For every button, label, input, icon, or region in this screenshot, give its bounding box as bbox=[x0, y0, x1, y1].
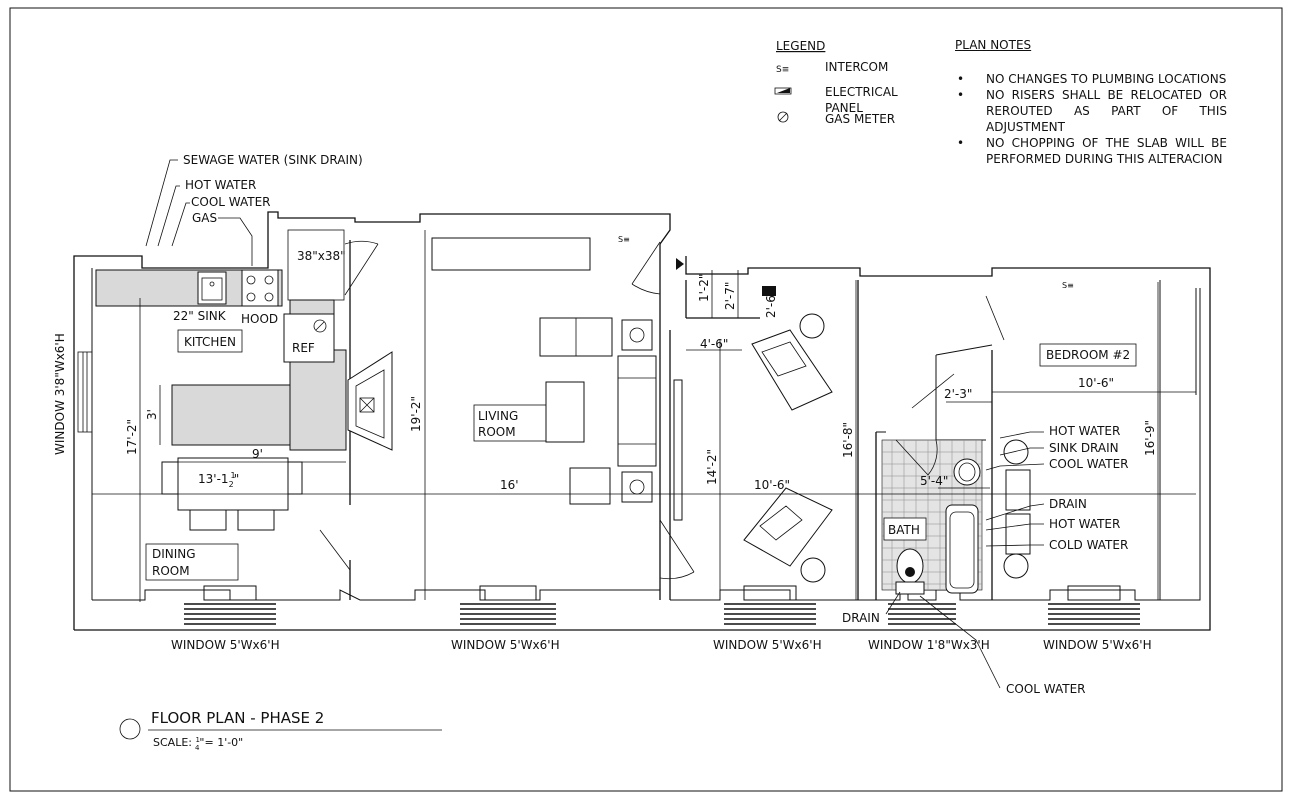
bath-callout-leaders bbox=[885, 431, 1045, 689]
plan-notes-title: PLAN NOTES bbox=[955, 38, 1032, 52]
callout-bath-sink-drain: SINK DRAIN bbox=[1049, 441, 1119, 455]
utility-callouts: SEWAGE WATER (SINK DRAIN) HOT WATER COOL… bbox=[145, 153, 363, 266]
living-furniture bbox=[431, 237, 683, 521]
dim-hall-4: 4'-6" bbox=[700, 337, 728, 351]
bath-callout-labels: HOT WATER SINK DRAIN COOL WATER DRAIN HO… bbox=[842, 424, 1129, 696]
window-left-label: WINDOW 3'8"Wx6'H bbox=[53, 333, 67, 455]
dim-bedroom2-h: 16'-9" bbox=[1143, 420, 1157, 456]
callout-sewage: SEWAGE WATER (SINK DRAIN) bbox=[183, 153, 363, 167]
bath-fixtures bbox=[895, 458, 981, 595]
plan-note-item: NO RISERS SHALL BE RELOCATED OR REROUTED… bbox=[955, 87, 1227, 135]
window-sill bbox=[743, 585, 797, 601]
kitchen-label: KITCHEN bbox=[184, 335, 236, 349]
bedroom2-doors bbox=[911, 295, 1005, 409]
callout-gas: GAS bbox=[192, 211, 217, 225]
callout-toilet-drain: DRAIN bbox=[842, 611, 880, 625]
living-door-top bbox=[631, 241, 661, 295]
legend-panel-label-2: PANEL bbox=[825, 101, 863, 115]
dim-counter: 3' bbox=[145, 409, 159, 420]
electrical-panel-icon bbox=[774, 87, 792, 95]
bath-door bbox=[895, 439, 938, 476]
callout-tub-hot: HOT WATER bbox=[1049, 517, 1120, 531]
bedroom2-appliances bbox=[1003, 439, 1031, 579]
callout-hot-water: HOT WATER bbox=[185, 178, 256, 192]
window-5-label: WINDOW 5'Wx6'H bbox=[1043, 638, 1152, 652]
living-label-2: ROOM bbox=[478, 425, 516, 439]
window-sill bbox=[479, 585, 537, 601]
dim-kitchen-h: 17'-2" bbox=[125, 419, 139, 455]
callout-toilet-cool: COOL WATER bbox=[1006, 682, 1086, 696]
dim-bath-h: 16'-8" bbox=[841, 422, 855, 458]
dimension-lines bbox=[92, 230, 1196, 602]
closet-38 bbox=[287, 229, 379, 301]
dim-living-h: 19'-2" bbox=[409, 396, 423, 432]
bedroom2-label: BEDROOM #2 bbox=[1046, 348, 1130, 362]
bottom-windows bbox=[184, 585, 1140, 625]
intercom-icon-2: S≡ bbox=[1062, 281, 1074, 290]
kitchen-sink bbox=[197, 271, 227, 305]
fireplace bbox=[347, 351, 393, 451]
sheet-border bbox=[9, 7, 1283, 792]
hood-label: HOOD bbox=[241, 312, 278, 326]
dining-table bbox=[161, 457, 303, 531]
fixture-labels: 22" SINK HOOD REF 38"x38" S≡ S≡ bbox=[173, 235, 1074, 355]
window-3-label: WINDOW 5'Wx6'H bbox=[713, 638, 822, 652]
dim-hall-3: 2'-6" bbox=[764, 290, 778, 318]
legend-intercom-label: INTERCOM bbox=[825, 60, 888, 74]
intercom-icon: S≡ bbox=[776, 65, 789, 75]
legend-gas-label: GAS METER bbox=[825, 112, 895, 126]
callout-cool-water: COOL WATER bbox=[191, 195, 271, 209]
intercom-icon: S≡ bbox=[618, 235, 630, 244]
dim-kitchen-w: 9' bbox=[252, 447, 263, 461]
callout-tub-cold: COLD WATER bbox=[1049, 538, 1128, 552]
bath-label: BATH bbox=[888, 523, 920, 537]
window-sill bbox=[203, 585, 257, 601]
window-4-label: WINDOW 1'8"Wx3'H bbox=[868, 638, 990, 652]
callout-bath-drain: DRAIN bbox=[1049, 497, 1087, 511]
stove-hood bbox=[241, 269, 279, 307]
plan-notes: PLAN NOTES NO CHANGES TO PLUMBING LOCATI… bbox=[955, 38, 1227, 167]
drawing-title: FLOOR PLAN - PHASE 2 bbox=[151, 709, 324, 727]
window-1-label: WINDOW 5'Wx6'H bbox=[171, 638, 280, 652]
dim-hall-2: 2'-7" bbox=[723, 282, 737, 310]
dim-bedroom2-w: 10'-6" bbox=[1078, 376, 1114, 390]
plan-note-item: NO CHOPPING OF THE SLAB WILL BE PERFORME… bbox=[955, 135, 1227, 167]
bedroom1-furniture bbox=[743, 286, 833, 583]
refrigerator bbox=[283, 313, 335, 363]
window-labels: WINDOW 3'8"Wx6'H WINDOW 5'Wx6'H WINDOW 5… bbox=[53, 333, 1152, 652]
living-doors bbox=[319, 519, 695, 580]
dim-bedroom1-h: 14'-2" bbox=[705, 449, 719, 485]
gas-meter-marker bbox=[676, 258, 684, 270]
ref-label: REF bbox=[292, 341, 315, 355]
callout-bath-cool: COOL WATER bbox=[1049, 457, 1129, 471]
legend-panel-label-1: ELECTRICAL bbox=[825, 85, 898, 99]
gas-meter-icon bbox=[777, 111, 789, 123]
plan-note-item: NO CHANGES TO PLUMBING LOCATIONS bbox=[955, 71, 1227, 87]
living-label-1: LIVING bbox=[478, 409, 518, 423]
dining-label-1: DINING bbox=[152, 547, 196, 561]
callout-bath-hot: HOT WATER bbox=[1049, 424, 1120, 438]
sink-label: 22" SINK bbox=[173, 309, 227, 323]
dim-bedroom1-w: 10'-6" bbox=[754, 478, 790, 492]
electrical-panel-icon bbox=[762, 286, 776, 296]
left-window bbox=[77, 351, 93, 433]
dim-closet-w: 2'-3" bbox=[944, 387, 972, 401]
dim-hall-1: 1'-2" bbox=[697, 274, 711, 302]
legend-title: LEGEND bbox=[776, 39, 825, 53]
room-labels: KITCHEN DINING ROOM LIVING ROOM BATH BED… bbox=[145, 329, 1137, 581]
dining-label-2: ROOM bbox=[152, 564, 190, 578]
legend: LEGEND S≡ INTERCOM ELECTRICAL PANEL GAS … bbox=[774, 39, 898, 126]
dim-overall: 16' bbox=[500, 478, 519, 492]
dim-bath-w: 5'-4" bbox=[920, 474, 948, 488]
window-2-label: WINDOW 5'Wx6'H bbox=[451, 638, 560, 652]
closet-label: 38"x38" bbox=[297, 249, 346, 263]
window-sill bbox=[1067, 585, 1121, 601]
